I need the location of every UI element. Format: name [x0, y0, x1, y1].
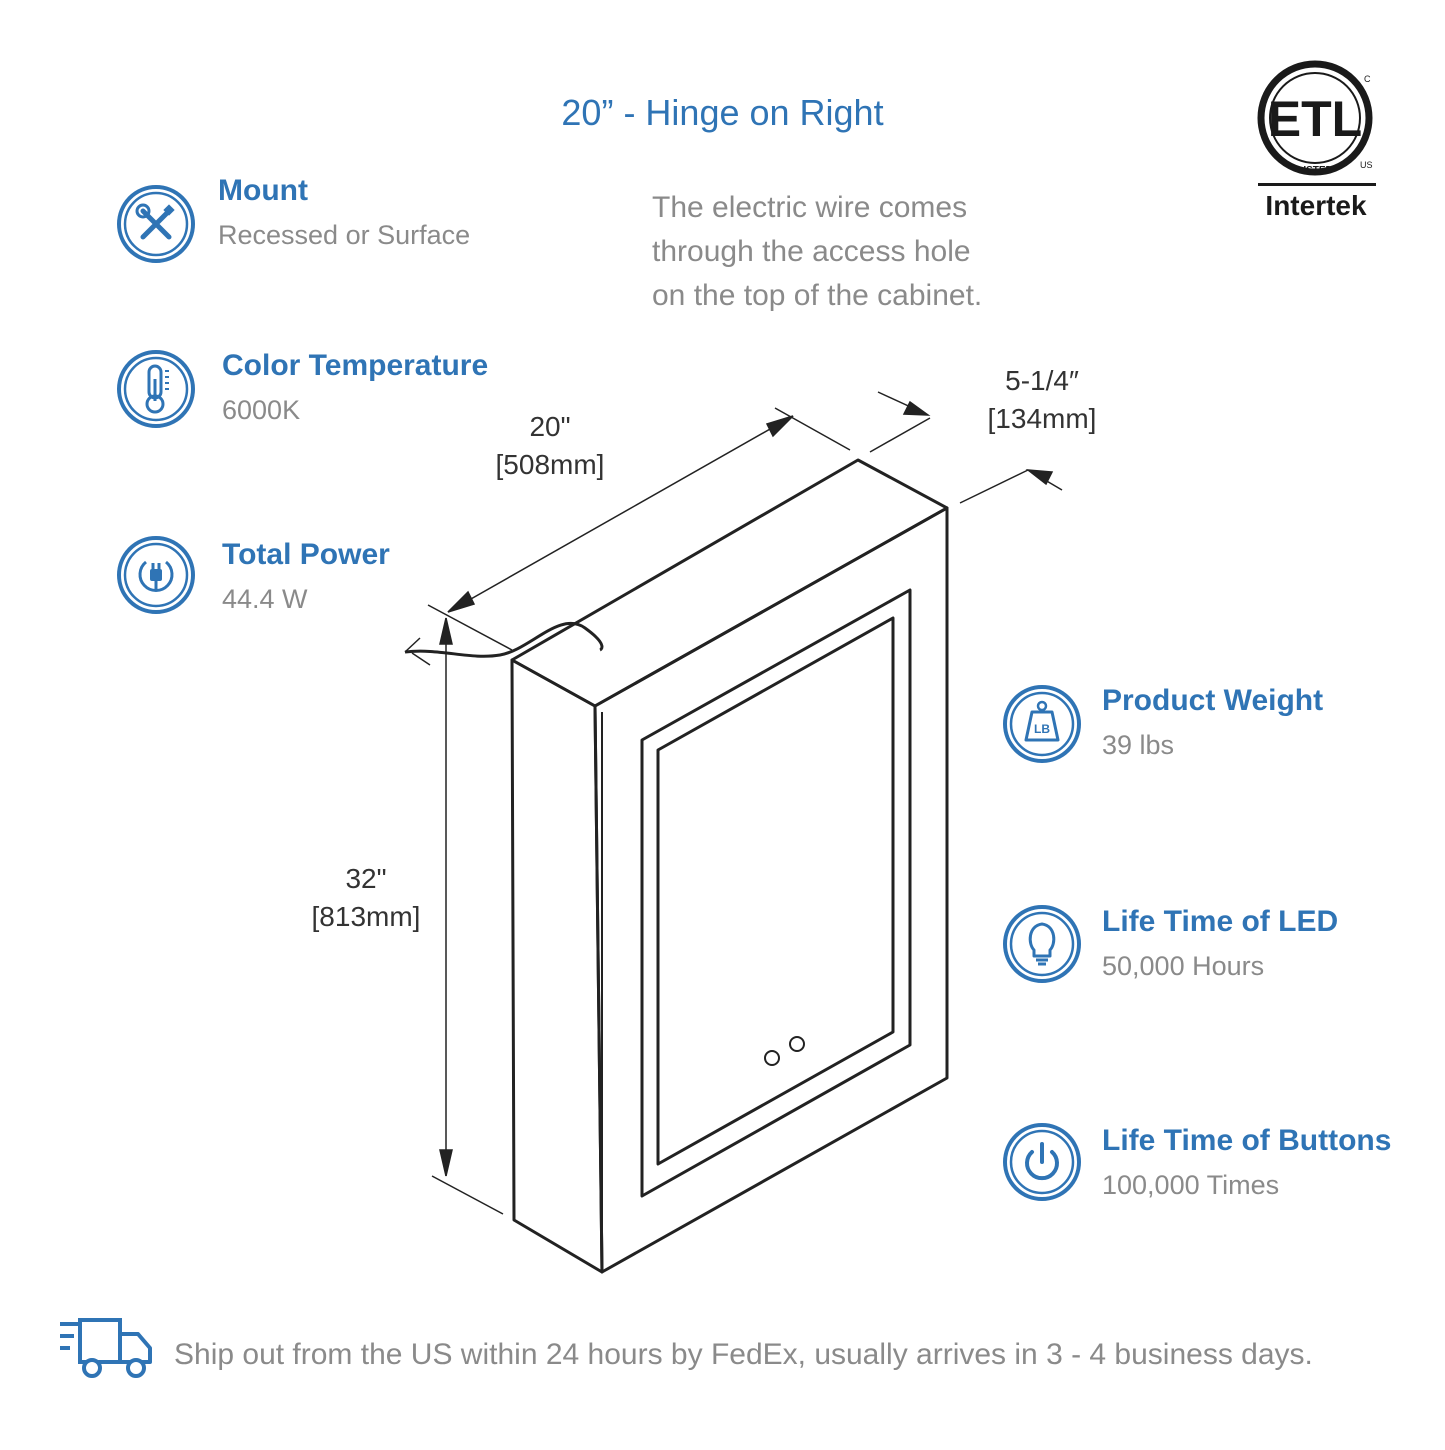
buttons-lifetime-title: Life Time of Buttons	[1102, 1124, 1392, 1157]
height-metric: [813mm]	[311, 901, 421, 932]
listed-mark: LISTED	[1297, 165, 1333, 176]
cabinet-top-panel	[510, 458, 949, 708]
plug-icon	[116, 535, 196, 615]
delivery-truck-icon	[60, 1318, 154, 1382]
certification-divider	[1258, 183, 1376, 186]
electric-wire	[404, 621, 604, 658]
tools-icon	[116, 184, 196, 264]
cabinet-side-panel	[510, 658, 604, 1274]
etl-certification-logo: ETL LISTED C US	[1252, 60, 1382, 180]
led-lifetime-title: Life Time of LED	[1102, 905, 1339, 938]
depth-metric: [134mm]	[987, 403, 1097, 434]
wire-note-line: The electric wire comes	[652, 191, 968, 224]
width-metric: [508mm]	[495, 449, 605, 480]
lightbulb-icon	[1002, 904, 1082, 984]
product-weight-title: Product Weight	[1102, 684, 1324, 717]
width-dimension-label: 20" [508mm]	[470, 408, 630, 484]
depth-imperial: 5-1/4″	[1005, 365, 1079, 396]
wire-note: The electric wire comes through the acce…	[652, 186, 982, 318]
total-power-value: 44.4 W	[222, 584, 308, 614]
weight-icon-text: LB	[1034, 722, 1050, 736]
buttons-lifetime-value: 100,000 Times	[1102, 1170, 1280, 1200]
shipping-info: Ship out from the US within 24 hours by …	[174, 1338, 1313, 1371]
total-power-title: Total Power	[222, 538, 390, 571]
power-button-icon	[789, 1036, 805, 1052]
page-title: 20” - Hinge on Right	[561, 92, 884, 133]
width-imperial: 20"	[529, 411, 571, 442]
mirror-glass	[656, 616, 895, 1166]
mirror-frame	[640, 588, 912, 1198]
color-temperature-value: 6000K	[222, 395, 301, 425]
intertek-brand: Intertek	[1265, 190, 1367, 221]
us-mark: US	[1360, 160, 1373, 170]
cabinet-front-frame	[593, 506, 949, 1274]
mount-value: Recessed or Surface	[218, 220, 471, 250]
height-imperial: 32"	[345, 863, 387, 894]
dimmer-button-icon	[764, 1050, 780, 1066]
wire-note-line: on the top of the cabinet.	[652, 279, 983, 312]
color-temperature-title: Color Temperature	[222, 349, 489, 382]
thermometer-icon	[116, 349, 196, 429]
c-mark: C	[1364, 74, 1371, 84]
height-dimension-label: 32" [813mm]	[286, 860, 446, 936]
weight-icon: LB	[1002, 684, 1082, 764]
led-lifetime-value: 50,000 Hours	[1102, 951, 1265, 981]
depth-dimension-label: 5-1/4″ [134mm]	[962, 362, 1122, 438]
power-icon	[1002, 1122, 1082, 1202]
mount-title: Mount	[218, 174, 308, 207]
etl-mark: ETL	[1268, 91, 1362, 147]
wire-note-line: through the access hole	[652, 235, 971, 268]
product-weight-value: 39 lbs	[1102, 730, 1175, 760]
